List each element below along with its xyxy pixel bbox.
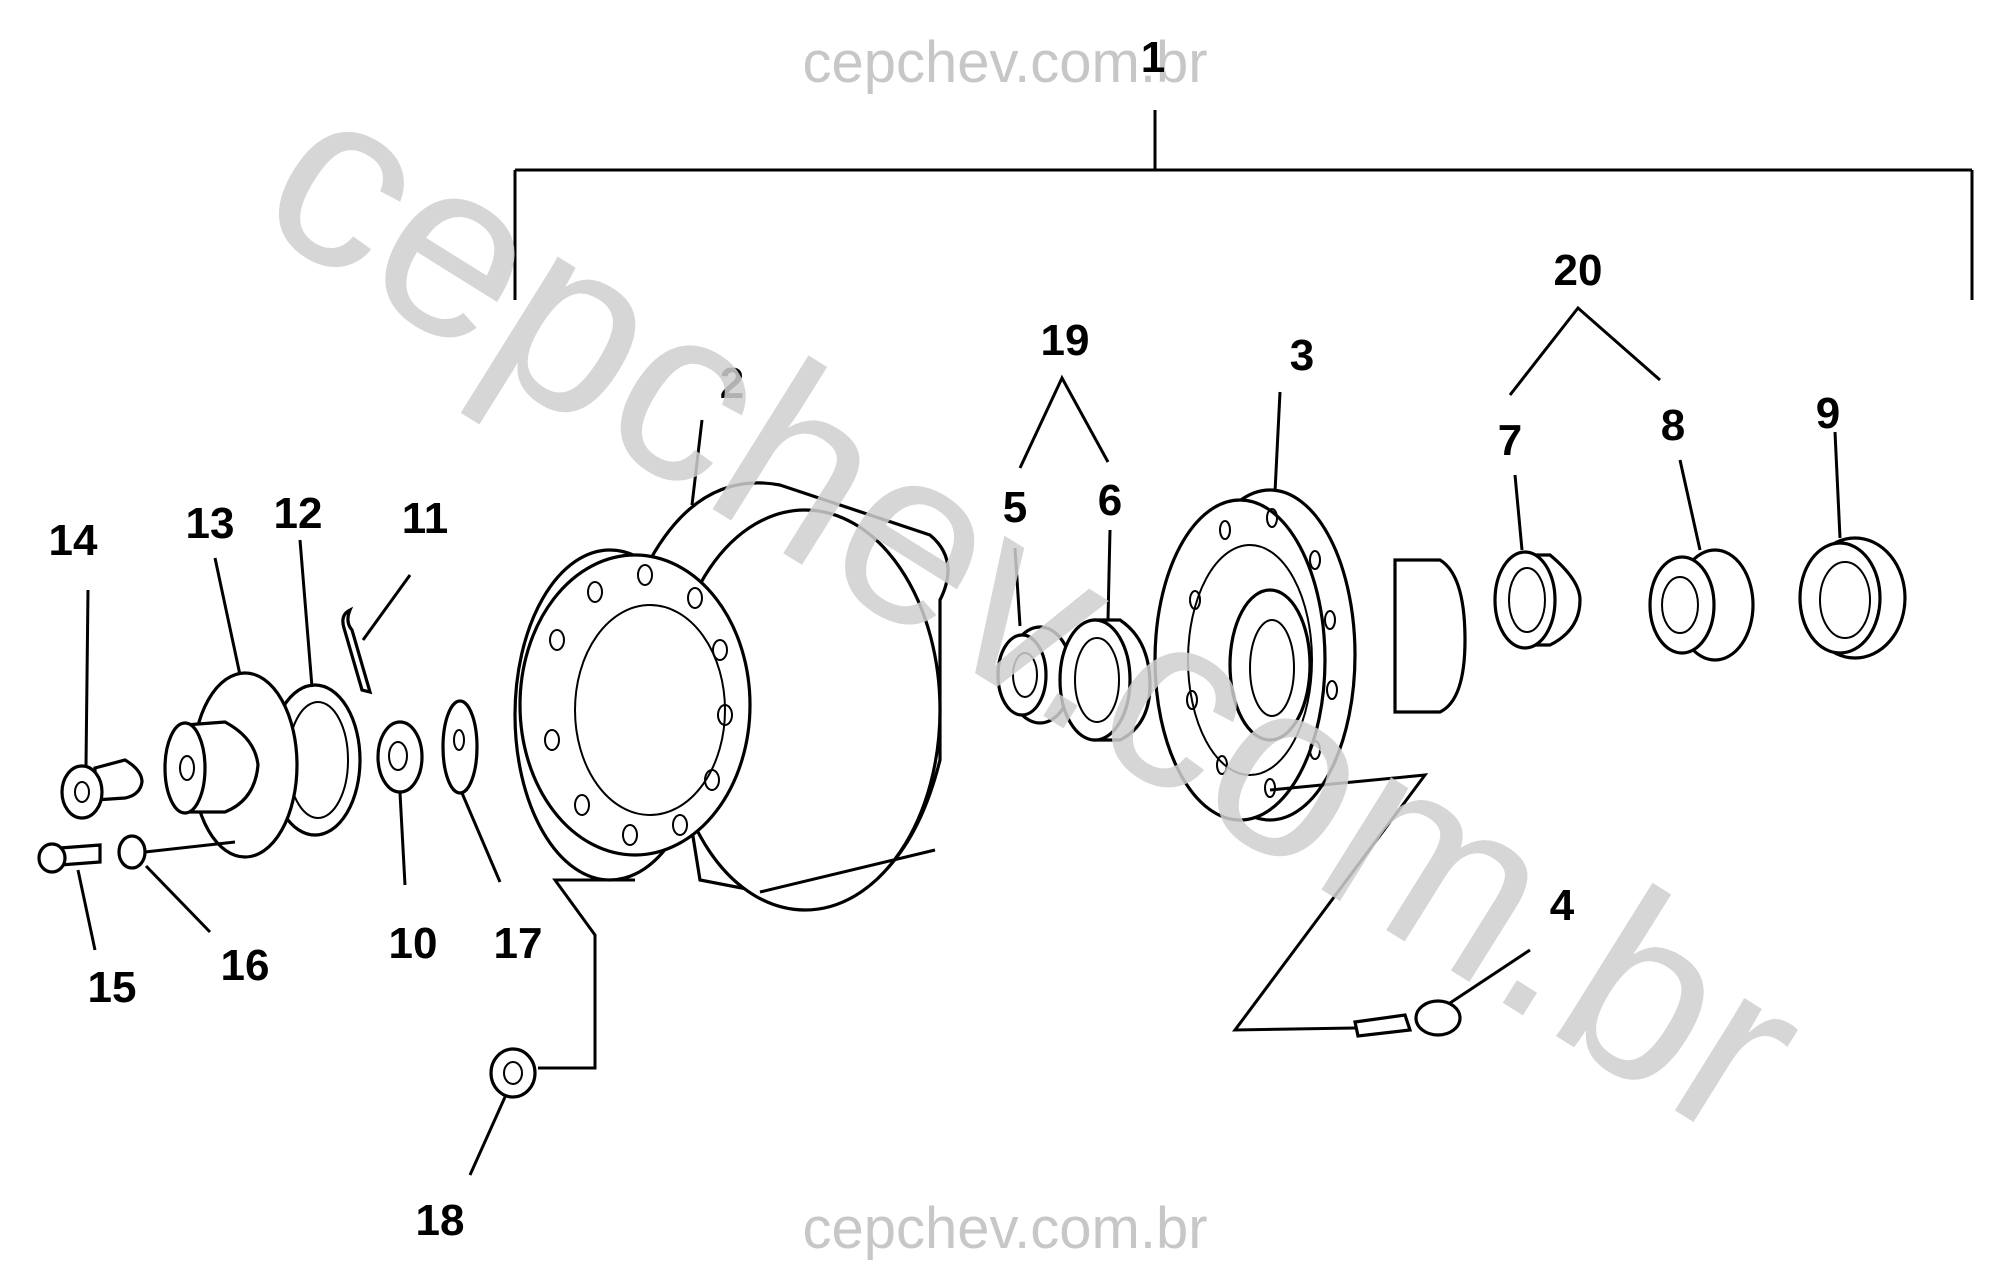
- watermark-diagonal: cepchev.com.br: [222, 28, 1851, 1190]
- cotter-pin: [341, 606, 373, 695]
- wheel-stud: [1231, 773, 1462, 1038]
- watermark-top: cepchev.com.br: [802, 30, 1207, 95]
- wheel-nut: [489, 878, 635, 1099]
- callout-3: 3: [1290, 331, 1314, 380]
- hub-seal: [1798, 536, 1907, 660]
- castle-nut: [376, 720, 424, 794]
- assembly-bracket: [513, 110, 1974, 300]
- callout-6: 6: [1098, 476, 1122, 525]
- brake-drum: [513, 481, 950, 912]
- thrust-washer: [441, 699, 479, 795]
- cap-plug: [60, 758, 144, 820]
- callout-10: 10: [389, 919, 438, 968]
- callout-18: 18: [416, 1196, 465, 1245]
- callout-16: 16: [221, 941, 270, 990]
- callout-11: 11: [402, 494, 449, 543]
- inner-bearing-cup: [1058, 618, 1152, 742]
- callout-19: 19: [1041, 316, 1090, 365]
- callout-8: 8: [1661, 401, 1685, 450]
- callout-9: 9: [1816, 389, 1840, 438]
- callout-labels: 1 2 3 4 5 6 7 8 9 10 11 12 13 14 15 16 1…: [49, 33, 1841, 1245]
- callout-20: 20: [1554, 246, 1603, 295]
- outer-bearing-cup: [1493, 550, 1582, 650]
- inner-bearing-cone: [996, 625, 1074, 725]
- callout-1: 1: [1141, 33, 1165, 82]
- callout-7: 7: [1498, 416, 1522, 465]
- callout-14: 14: [49, 516, 98, 565]
- wheel-hub: [1153, 488, 1467, 822]
- lock-washer: [117, 834, 236, 870]
- hub-cap: [163, 671, 299, 859]
- leader-lines: [76, 305, 1842, 1176]
- callout-12: 12: [274, 489, 323, 538]
- hub-stud-holes: [1186, 508, 1338, 798]
- watermark-bottom: cepchev.com.br: [802, 1196, 1207, 1261]
- callout-15: 15: [88, 963, 137, 1012]
- callout-5: 5: [1003, 483, 1027, 532]
- callout-4: 4: [1550, 881, 1575, 930]
- drum-stud-holes: [544, 564, 733, 846]
- callout-17: 17: [494, 919, 543, 968]
- cap-screw: [37, 842, 102, 874]
- callout-13: 13: [186, 499, 235, 548]
- outer-bearing-cone: [1648, 548, 1755, 662]
- callout-2: 2: [720, 359, 744, 408]
